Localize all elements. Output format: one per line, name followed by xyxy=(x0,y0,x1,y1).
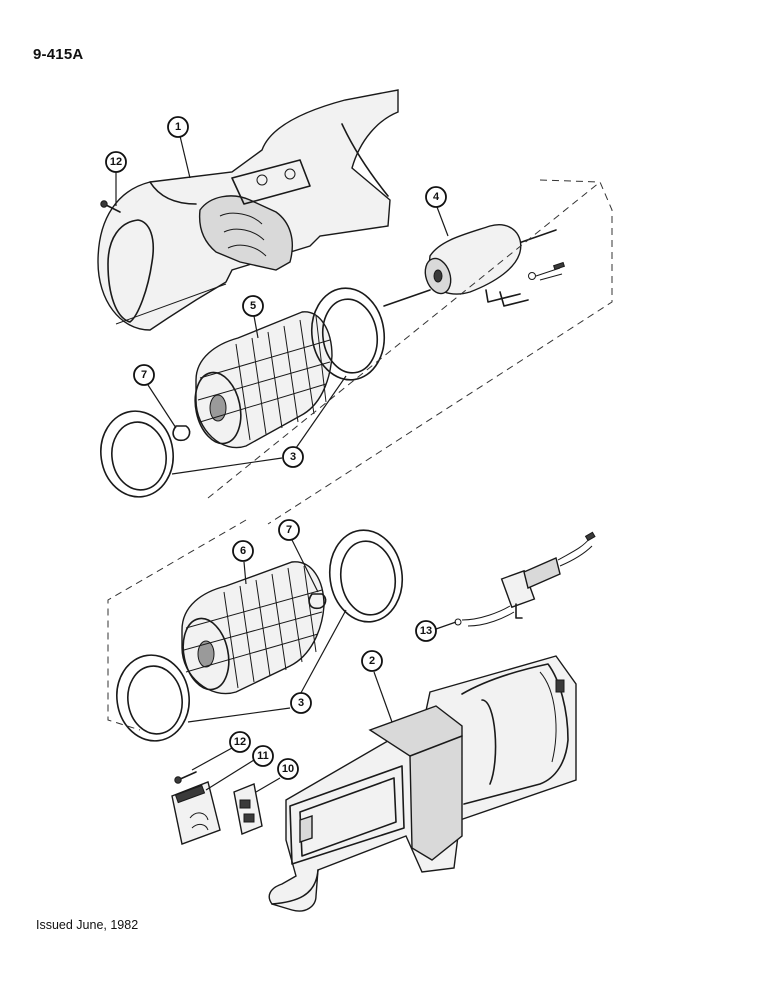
callout-6: 6 xyxy=(232,540,254,562)
callout-3-lower: 3 xyxy=(290,692,312,714)
switch-bracket xyxy=(233,783,263,835)
svg-text:10: 10 xyxy=(282,763,294,775)
svg-text:6: 6 xyxy=(240,545,246,557)
upper-blower-wheel xyxy=(194,311,333,449)
upper-left-seal-ring xyxy=(100,410,174,498)
callout-1: 1 xyxy=(167,116,189,138)
callout-3-upper: 3 xyxy=(282,446,304,468)
callout-7-lower: 7 xyxy=(278,519,300,541)
upper-right-seal-ring xyxy=(310,287,386,381)
callout-4: 4 xyxy=(425,186,447,208)
svg-text:3: 3 xyxy=(298,697,304,709)
callout-12-lower: 12 xyxy=(229,731,251,753)
blower-housing-assembly xyxy=(268,655,577,912)
svg-text:7: 7 xyxy=(141,369,147,381)
leader-lines xyxy=(115,135,457,793)
svg-text:13: 13 xyxy=(420,625,432,637)
page-code: 9-415A xyxy=(33,46,84,63)
svg-text:2: 2 xyxy=(369,655,375,667)
svg-text:3: 3 xyxy=(290,451,296,463)
callout-10: 10 xyxy=(277,758,299,780)
resistor-wire-assembly xyxy=(454,531,596,627)
lower-clip xyxy=(308,593,327,610)
callout-7-upper: 7 xyxy=(133,364,155,386)
resistor-board xyxy=(171,781,221,845)
svg-text:12: 12 xyxy=(110,156,122,168)
svg-text:5: 5 xyxy=(250,300,256,312)
upper-assembly-outline-2 xyxy=(539,179,601,183)
lower-assembly-outline xyxy=(107,519,247,731)
callout-2: 2 xyxy=(361,650,383,672)
svg-text:7: 7 xyxy=(286,524,292,536)
upper-clip xyxy=(172,425,191,442)
lower-screw xyxy=(174,771,197,784)
callout-12-upper: 12 xyxy=(105,151,127,173)
upper-assembly-outline xyxy=(207,181,613,525)
lower-right-seal-ring xyxy=(328,529,404,623)
upper-screw xyxy=(100,200,121,213)
upper-housing-half xyxy=(97,89,399,331)
blower-motor xyxy=(383,224,566,307)
issued-date: Issued June, 1982 xyxy=(36,918,139,932)
callout-11: 11 xyxy=(252,745,274,767)
svg-text:4: 4 xyxy=(433,191,440,203)
svg-text:1: 1 xyxy=(175,121,181,133)
lower-blower-wheel xyxy=(181,561,325,695)
svg-text:11: 11 xyxy=(257,750,269,762)
svg-text:12: 12 xyxy=(234,736,246,748)
lower-left-seal-ring xyxy=(116,654,190,742)
callout-13: 13 xyxy=(415,620,437,642)
callout-5: 5 xyxy=(242,295,264,317)
